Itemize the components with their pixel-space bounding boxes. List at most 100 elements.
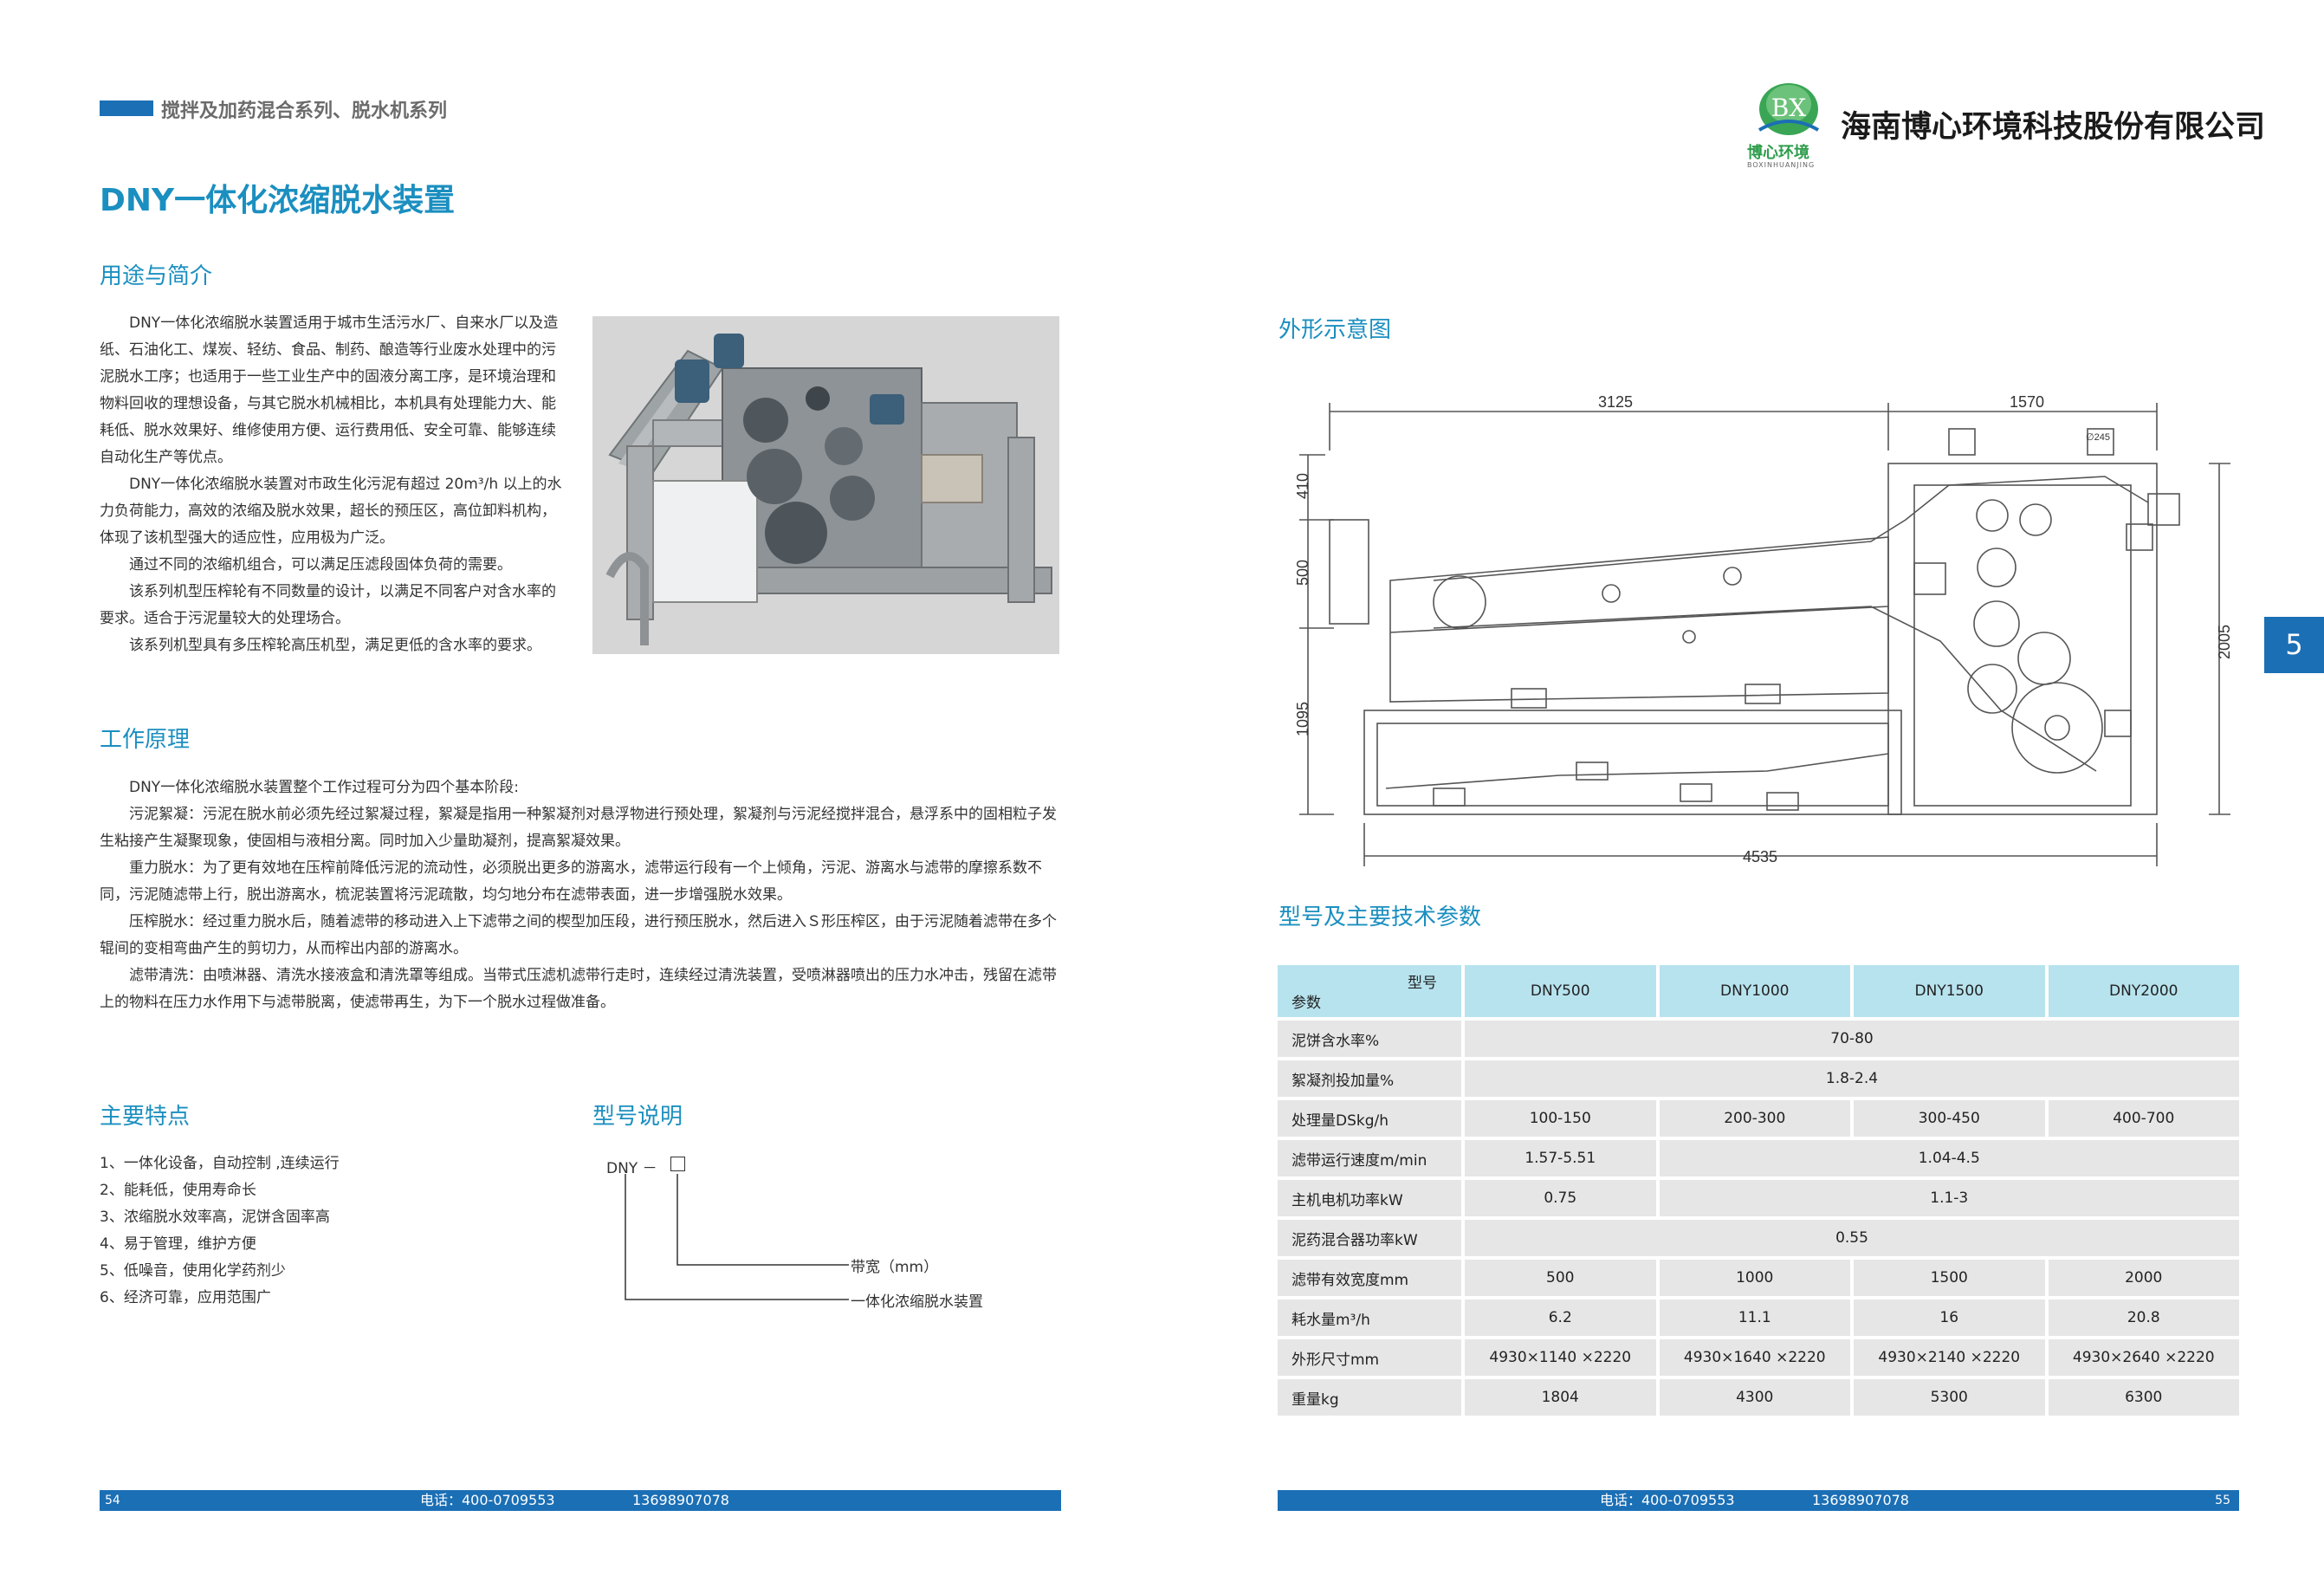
spec-row-label: 外形尺寸mm: [1278, 1339, 1461, 1376]
dim-1095: 1095: [1294, 702, 1311, 736]
spec-cell: 4930×1140 ×2220: [1461, 1339, 1656, 1376]
spec-model-header: DNY2000: [2044, 965, 2239, 1017]
footer-phone: 电话：400-0709553: [420, 1492, 555, 1508]
principle-paragraph: 压榨脱水：经过重力脱水后，随着滤带的移动进入上下滤带之间的楔型加压段，进行预压脱…: [100, 913, 1057, 957]
model-desc-title: 型号说明: [592, 1104, 683, 1130]
spec-cell: 4930×2140 ×2220: [1850, 1339, 2045, 1376]
spec-cell: 1.04-4.5: [1655, 1140, 2239, 1176]
logo-cn-text: 博心环境: [1747, 144, 1809, 162]
spec-row-label: 泥饼含水率%: [1278, 1021, 1461, 1057]
model-code: DNY －: [606, 1160, 657, 1177]
page-number: 55: [2215, 1494, 2230, 1507]
dim-2005: 2005: [2216, 625, 2233, 659]
spec-cell: 0.75: [1461, 1180, 1656, 1216]
logo-en-text: BOXINHUANJING: [1747, 161, 1816, 169]
spec-cell: 100-150: [1461, 1100, 1656, 1137]
model-leader-lines: [625, 1174, 849, 1300]
spec-row-label: 泥药混合器功率kW: [1278, 1220, 1461, 1256]
header-param: 参数: [1291, 995, 1321, 1012]
spec-cell: 1500: [1850, 1260, 2045, 1296]
series-label: 搅拌及加药混合系列、脱水机系列: [161, 100, 448, 122]
dim-3125: 3125: [1598, 393, 1633, 411]
model-line-name: 一体化浓缩脱水装置: [851, 1293, 983, 1311]
feature-item: 1、一体化设备，自动控制 ,连续运行: [100, 1155, 340, 1172]
series-bar: [100, 100, 153, 116]
spec-row-label: 滤带有效宽度mm: [1278, 1260, 1461, 1296]
principle-title: 工作原理: [100, 727, 191, 753]
spec-cell: 4930×2640 ×2220: [2044, 1339, 2239, 1376]
company-logo: BX: [1747, 78, 1830, 139]
principle-paragraph: 重力脱水：为了更有效地在压榨前降低污泥的流动性，必须脱出更多的游离水，滤带运行段…: [100, 859, 1042, 904]
spec-cell: 70-80: [1461, 1021, 2239, 1057]
dewatering-machine-illustration: [592, 316, 1059, 654]
principle-paragraph: 污泥絮凝：污泥在脱水前必须先经过絮凝过程，絮凝是指用一种絮凝剂对悬浮物进行预处理…: [100, 806, 1057, 850]
model-line-bandwidth: 带宽（mm）: [851, 1259, 939, 1276]
features-title: 主要特点: [100, 1104, 191, 1130]
spec-model-header: DNY1000: [1655, 965, 1850, 1017]
dim-1570: 1570: [2010, 393, 2044, 411]
dim-410: 410: [1294, 473, 1311, 499]
diagram-title: 外形示意图: [1279, 317, 1392, 343]
footer-bar-right: 电话：400-0709553 13698907078 55: [1278, 1490, 2239, 1511]
spec-cell: 5300: [1850, 1379, 2045, 1416]
features-list: 1、一体化设备，自动控制 ,连续运行 2、能耗低，使用寿命长 3、浓缩脱水效率高…: [100, 1150, 463, 1312]
spec-cell: 1000: [1655, 1260, 1850, 1296]
dim-4535: 4535: [1743, 848, 1777, 865]
spec-corner-cell: 型号参数: [1278, 965, 1461, 1017]
principle-text: DNY一体化浓缩脱水装置整个工作过程可分为四个基本阶段: 污泥絮凝：污泥在脱水前…: [100, 775, 1061, 1016]
footer-bar-left: 54 电话：400-0709553 13698907078: [100, 1490, 1061, 1511]
intro-title: 用途与简介: [100, 263, 213, 289]
spec-cell: 20.8: [2044, 1300, 2239, 1336]
spec-row: 絮凝剂投加量%1.8-2.4: [1278, 1060, 2239, 1097]
intro-paragraph: DNY一体化浓缩脱水装置对市政生化污泥有超过 20m³/h 以上的水力负荷能力，…: [100, 476, 562, 547]
spec-row-label: 絮凝剂投加量%: [1278, 1060, 1461, 1097]
spec-cell: 1.8-2.4: [1461, 1060, 2239, 1097]
intro-paragraph: 该系列机型具有多压榨轮高压机型，满足更低的含水率的要求。: [129, 637, 541, 654]
footer-phone: 电话：400-0709553: [1600, 1492, 1735, 1508]
feature-item: 5、低噪音，使用化学药剂少: [100, 1262, 286, 1280]
spec-model-header: DNY500: [1461, 965, 1656, 1017]
spec-cell: 300-450: [1850, 1100, 2045, 1137]
product-photo: [592, 316, 1059, 654]
spec-row-label: 滤带运行速度m/min: [1278, 1140, 1461, 1176]
spec-row-label: 重量kg: [1278, 1379, 1461, 1416]
principle-paragraph: 滤带清洗：由喷淋器、清洗水接液盒和清洗罩等组成。当带式压滤机滤带行走时，连续经过…: [100, 967, 1057, 1011]
dim-245: ∅245: [2086, 432, 2110, 443]
feature-item: 6、经济可靠，应用范围广: [100, 1289, 271, 1306]
feature-item: 4、易于管理，维护方便: [100, 1235, 256, 1253]
spec-cell: 4300: [1655, 1379, 1850, 1416]
feature-item: 2、能耗低，使用寿命长: [100, 1182, 256, 1199]
header-model: 型号: [1408, 975, 1437, 992]
specs-title: 型号及主要技术参数: [1279, 904, 1482, 930]
intro-paragraph: 通过不同的浓缩机组合，可以满足压滤段固体负荷的需要。: [129, 556, 512, 574]
principle-paragraph: DNY一体化浓缩脱水装置整个工作过程可分为四个基本阶段:: [129, 779, 519, 796]
spec-cell: 16: [1850, 1300, 2045, 1336]
feature-item: 3、浓缩脱水效率高，泥饼含固率高: [100, 1209, 330, 1226]
spec-cell: 4930×1640 ×2220: [1655, 1339, 1850, 1376]
spec-cell: 11.1: [1655, 1300, 1850, 1336]
spec-cell: 6300: [2044, 1379, 2239, 1416]
spec-model-header: DNY1500: [1850, 965, 2045, 1017]
intro-text: DNY一体化浓缩脱水装置适用于城市生活污水厂、自来水厂以及造纸、石油化工、煤炭、…: [100, 310, 567, 659]
footer-mobile: 13698907078: [632, 1492, 729, 1508]
outline-diagram: 3125 1570 ∅245 4535 410 500 1095 2005: [1294, 393, 2233, 866]
intro-paragraph: DNY一体化浓缩脱水装置适用于城市生活污水厂、自来水厂以及造纸、石油化工、煤炭、…: [100, 314, 559, 466]
spec-cell: 400-700: [2044, 1100, 2239, 1137]
page-number: 54: [105, 1494, 120, 1507]
spec-row-label: 耗水量m³/h: [1278, 1300, 1461, 1336]
spec-row-label: 主机电机功率kW: [1278, 1180, 1461, 1216]
spec-cell: 1804: [1461, 1379, 1656, 1416]
logo-leaf-icon: BX: [1758, 83, 1820, 135]
spec-cell: 6.2: [1461, 1300, 1656, 1336]
company-name: 海南博心环境科技股份有限公司: [1841, 110, 2266, 145]
spec-row: 泥饼含水率%70-80: [1278, 1021, 2239, 1057]
